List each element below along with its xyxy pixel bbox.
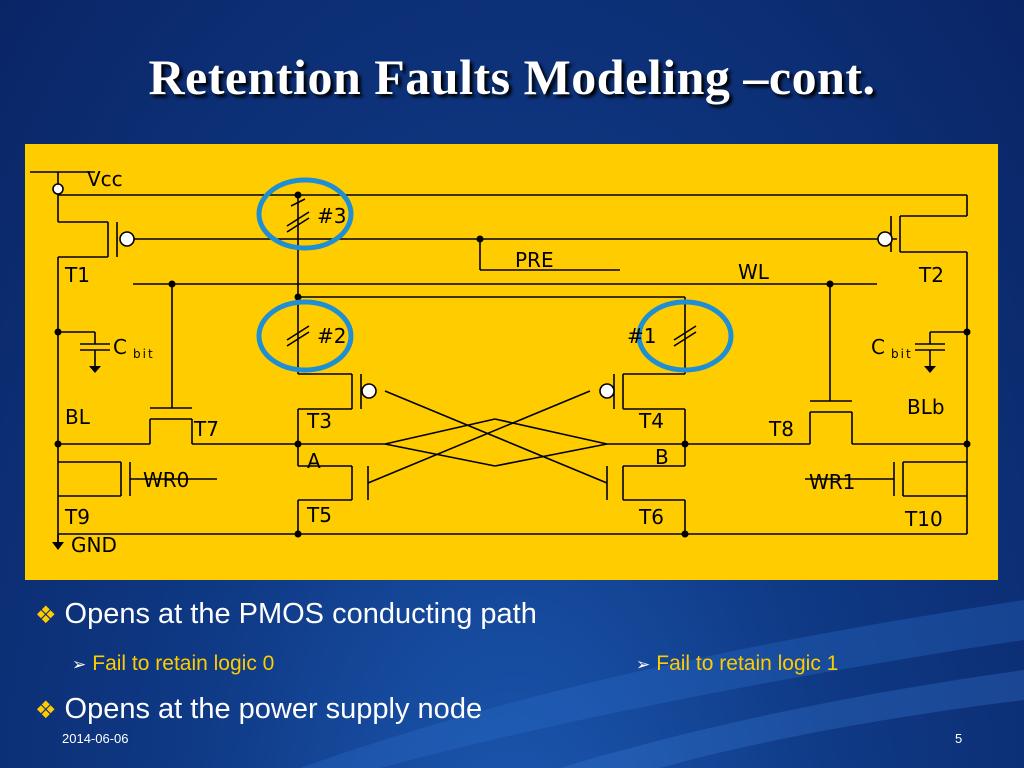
sub-bullet-text: Fail to retain logic 1 [656, 652, 839, 675]
t1-label: T1 [64, 263, 90, 287]
fault-2-label: #2 [317, 324, 346, 348]
cbit-left-sub: bit [133, 347, 155, 361]
wr0-label: WR0 [143, 468, 189, 492]
fault-rings [256, 177, 734, 373]
t3-label: T3 [306, 409, 332, 433]
node-b-label: B [655, 445, 669, 469]
t5-label: T5 [306, 503, 332, 527]
gnd-label: GND [71, 533, 117, 557]
bl-label: BL [65, 405, 91, 429]
diamond-bullet-icon: ❖ [35, 601, 57, 629]
t7-label: T7 [193, 417, 219, 441]
sub-bullet-item: ➢Fail to retain logic 0 [72, 652, 274, 676]
cbit-right-sub: bit [891, 347, 913, 361]
fault-3-label: #3 [317, 204, 346, 228]
circuit-svg: Vcc T1 T2 PRE WL #3 #2 #1 C bit C bit BL… [30, 167, 971, 557]
sub-bullet-text: Fail to retain logic 0 [92, 652, 275, 675]
bullet-text: Opens at the power supply node [64, 693, 483, 725]
pre-label: PRE [515, 248, 554, 272]
bullet-text: Opens at the PMOS conducting path [64, 598, 537, 630]
page-number: 5 [955, 731, 963, 746]
circuit-diagram: Vcc T1 T2 PRE WL #3 #2 #1 C bit C bit BL… [25, 144, 998, 580]
t9-label: T9 [64, 505, 90, 529]
wr1-label: WR1 [809, 470, 855, 494]
slide-title: Retention Faults Modeling –cont. [148, 49, 876, 105]
t10-label: T10 [904, 507, 943, 531]
t2-label: T2 [918, 263, 944, 287]
arrow-bullet-icon: ➢ [636, 655, 651, 675]
bullet-item: ❖Opens at the power supply node [35, 693, 482, 726]
t6-label: T6 [638, 505, 664, 529]
sub-bullet-item: ➢Fail to retain logic 1 [636, 652, 838, 676]
slide-date: 2014-06-06 [62, 731, 129, 746]
cbit-left-label: C [113, 335, 127, 359]
cbit-right-label: C [871, 335, 885, 359]
wl-label: WL [738, 260, 770, 284]
diamond-bullet-icon: ❖ [35, 696, 57, 724]
t8-label: T8 [768, 417, 794, 441]
bullet-item: ❖Opens at the PMOS conducting path [35, 598, 537, 631]
blb-label: BLb [907, 395, 945, 419]
fault-1-label: #1 [627, 324, 656, 348]
node-a-label: A [307, 449, 321, 473]
arrow-bullet-icon: ➢ [72, 655, 87, 675]
vcc-label: Vcc [87, 167, 123, 191]
t4-label: T4 [638, 409, 664, 433]
